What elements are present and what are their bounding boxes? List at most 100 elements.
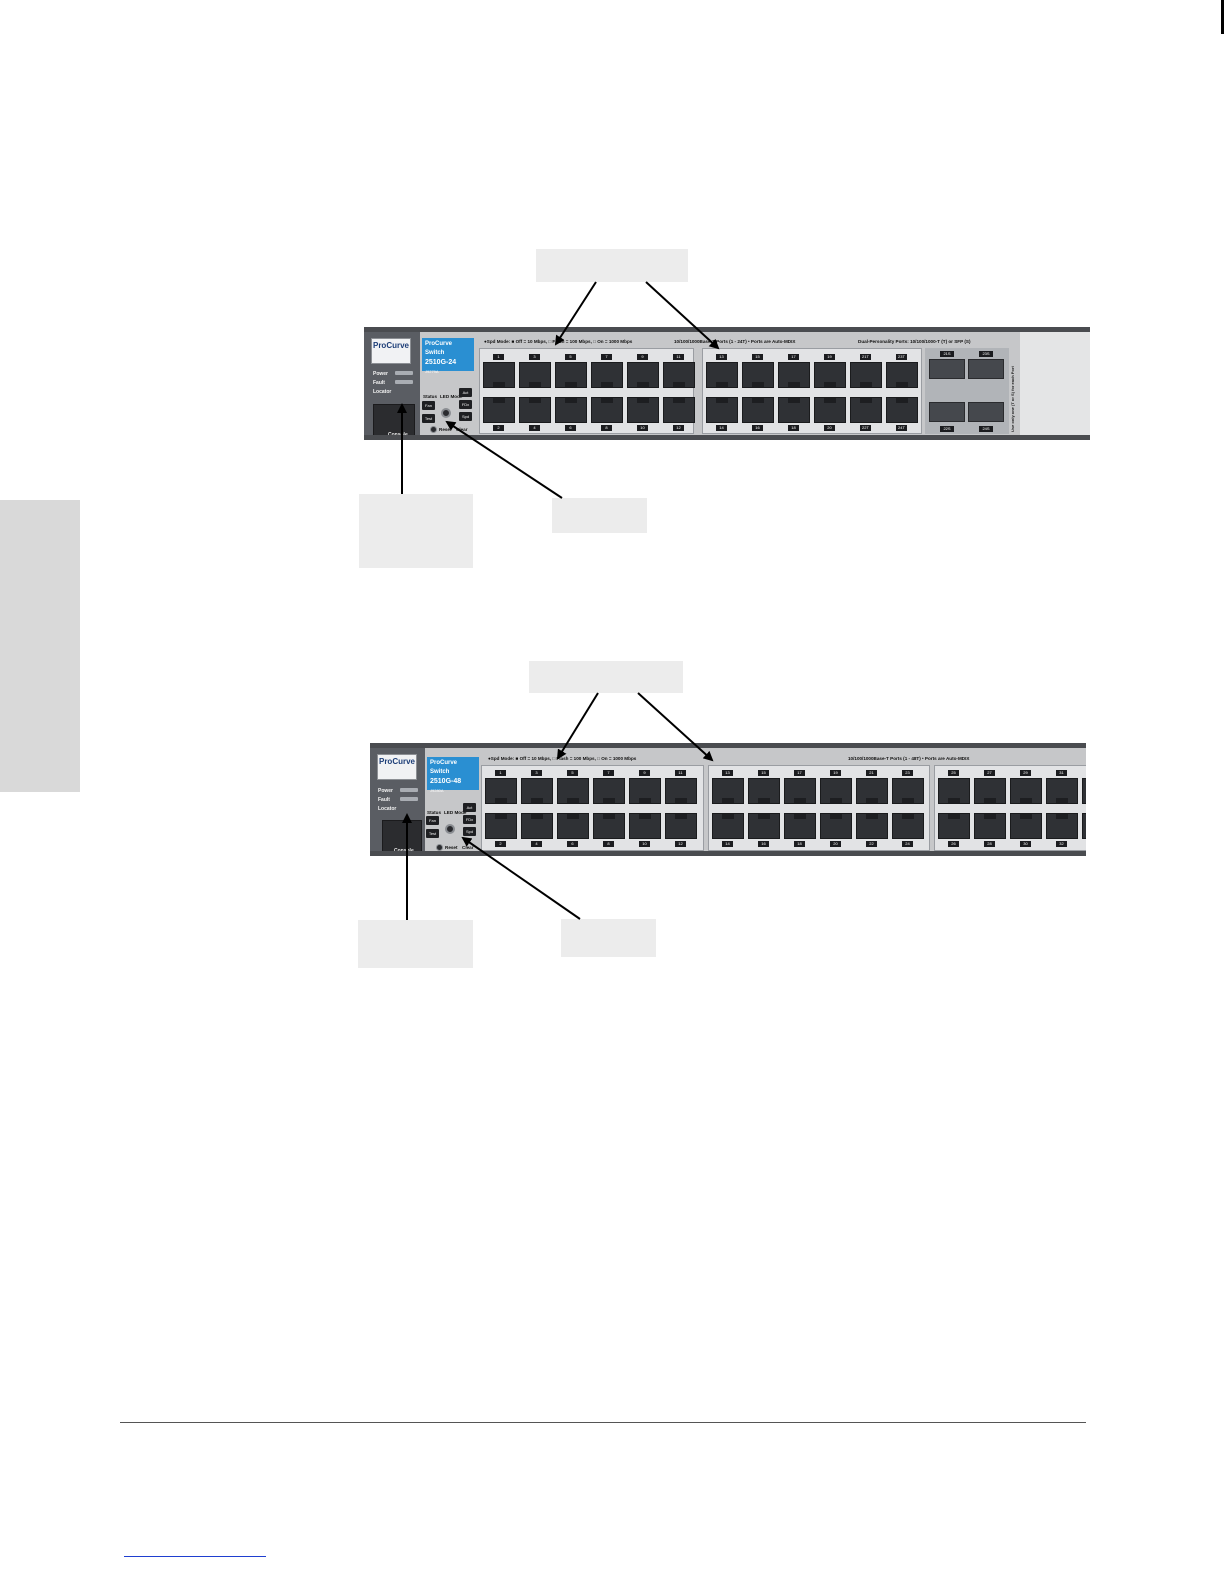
rj45-port[interactable] — [1082, 813, 1086, 839]
rj45-port[interactable] — [629, 813, 661, 839]
callout-ports-48 — [529, 661, 683, 693]
rj45-port[interactable] — [557, 813, 589, 839]
rj45-port[interactable] — [742, 397, 774, 423]
port-number: 16 — [752, 425, 763, 431]
rj45-port[interactable] — [856, 778, 888, 804]
port-number: 4 — [529, 425, 540, 431]
rj45-port[interactable] — [591, 397, 623, 423]
port-number: 22 — [866, 841, 877, 847]
led-mode-button[interactable] — [441, 408, 451, 418]
rj45-port[interactable] — [519, 362, 551, 388]
rj45-port[interactable] — [521, 778, 553, 804]
rj45-port[interactable] — [974, 813, 1006, 839]
rj45-port[interactable] — [557, 778, 589, 804]
port-number: 16 — [758, 841, 769, 847]
rj45-port[interactable] — [1010, 813, 1042, 839]
sfp-number: 22S — [940, 426, 954, 432]
spd-led: Spd — [463, 827, 476, 836]
rj45-port[interactable] — [521, 813, 553, 839]
rj45-port[interactable] — [748, 813, 780, 839]
port-number: 11 — [675, 770, 686, 776]
rj45-port[interactable] — [1082, 778, 1086, 804]
port-number: 8 — [603, 841, 614, 847]
power-led-label: Power — [373, 371, 389, 377]
port-number: 23 — [902, 770, 913, 776]
port-number: 17 — [788, 354, 799, 360]
rj45-port[interactable] — [778, 362, 810, 388]
rj45-port[interactable] — [627, 397, 659, 423]
rj45-port[interactable] — [938, 813, 970, 839]
test-led: Test — [422, 414, 435, 423]
rj45-port[interactable] — [742, 362, 774, 388]
rj45-port[interactable] — [856, 813, 888, 839]
rj45-port[interactable] — [886, 362, 918, 388]
rj45-port[interactable] — [663, 397, 695, 423]
reset-button[interactable] — [436, 844, 443, 851]
rj45-port[interactable] — [886, 397, 918, 423]
sfp-port-23s[interactable] — [968, 359, 1004, 379]
rj45-port[interactable] — [665, 778, 697, 804]
power-led-label: Power — [378, 788, 394, 794]
sfp-port-22s[interactable] — [929, 402, 965, 422]
led-mode-button[interactable] — [445, 824, 455, 834]
rj45-port[interactable] — [814, 397, 846, 423]
rj45-port[interactable] — [627, 362, 659, 388]
clear-label: Clear — [462, 845, 474, 850]
port-number: 23T — [896, 354, 907, 360]
panel-end-cap — [1020, 332, 1090, 435]
leader-line — [554, 281, 597, 346]
footer-link-underline — [124, 1556, 266, 1557]
rj45-port[interactable] — [748, 778, 780, 804]
part-number: J9279A — [425, 369, 439, 374]
port-number: 17 — [794, 770, 805, 776]
rj45-port[interactable] — [820, 813, 852, 839]
switch-2510g-48-front-panel: ProCurve Power Fault Locator Console Pro… — [370, 743, 1086, 856]
rj45-port[interactable] — [665, 813, 697, 839]
rj45-port[interactable] — [784, 813, 816, 839]
rj45-port[interactable] — [938, 778, 970, 804]
rj45-port[interactable] — [519, 397, 551, 423]
rj45-port[interactable] — [712, 813, 744, 839]
port-number: 19 — [830, 770, 841, 776]
port-number: 24T — [896, 425, 907, 431]
rj45-port[interactable] — [712, 778, 744, 804]
rj45-port[interactable] — [814, 362, 846, 388]
rj45-port[interactable] — [892, 778, 924, 804]
model-plate: ProCurve Switch 2510G-24 J9279A — [422, 338, 474, 374]
rj45-port[interactable] — [485, 813, 517, 839]
rj45-port[interactable] — [706, 362, 738, 388]
clear-label: Clear — [456, 427, 468, 432]
rj45-port[interactable] — [555, 362, 587, 388]
rj45-port[interactable] — [593, 813, 625, 839]
rj45-port[interactable] — [850, 397, 882, 423]
rj45-port[interactable] — [593, 778, 625, 804]
fault-led — [395, 380, 413, 384]
console-port[interactable] — [382, 820, 422, 851]
rj45-port[interactable] — [892, 813, 924, 839]
port-number: 4 — [531, 841, 542, 847]
rj45-port[interactable] — [974, 778, 1006, 804]
rj45-port[interactable] — [1010, 778, 1042, 804]
port-number: 5 — [567, 770, 578, 776]
port-number: 20 — [824, 425, 835, 431]
rj45-port[interactable] — [629, 778, 661, 804]
rj45-port[interactable] — [1046, 778, 1078, 804]
rj45-port[interactable] — [483, 362, 515, 388]
sfp-port-24s[interactable] — [968, 402, 1004, 422]
rj45-port[interactable] — [784, 778, 816, 804]
rj45-port[interactable] — [591, 362, 623, 388]
rj45-port[interactable] — [1046, 813, 1078, 839]
rj45-port[interactable] — [778, 397, 810, 423]
rj45-port[interactable] — [820, 778, 852, 804]
console-port[interactable] — [373, 404, 415, 435]
reset-button[interactable] — [430, 426, 437, 433]
rj45-port[interactable] — [663, 362, 695, 388]
model-number: 2510G-24 — [425, 359, 457, 366]
rj45-port[interactable] — [706, 397, 738, 423]
rj45-port[interactable] — [555, 397, 587, 423]
sfp-port-21s[interactable] — [929, 359, 965, 379]
rj45-port[interactable] — [485, 778, 517, 804]
rj45-port[interactable] — [483, 397, 515, 423]
rj45-port[interactable] — [850, 362, 882, 388]
